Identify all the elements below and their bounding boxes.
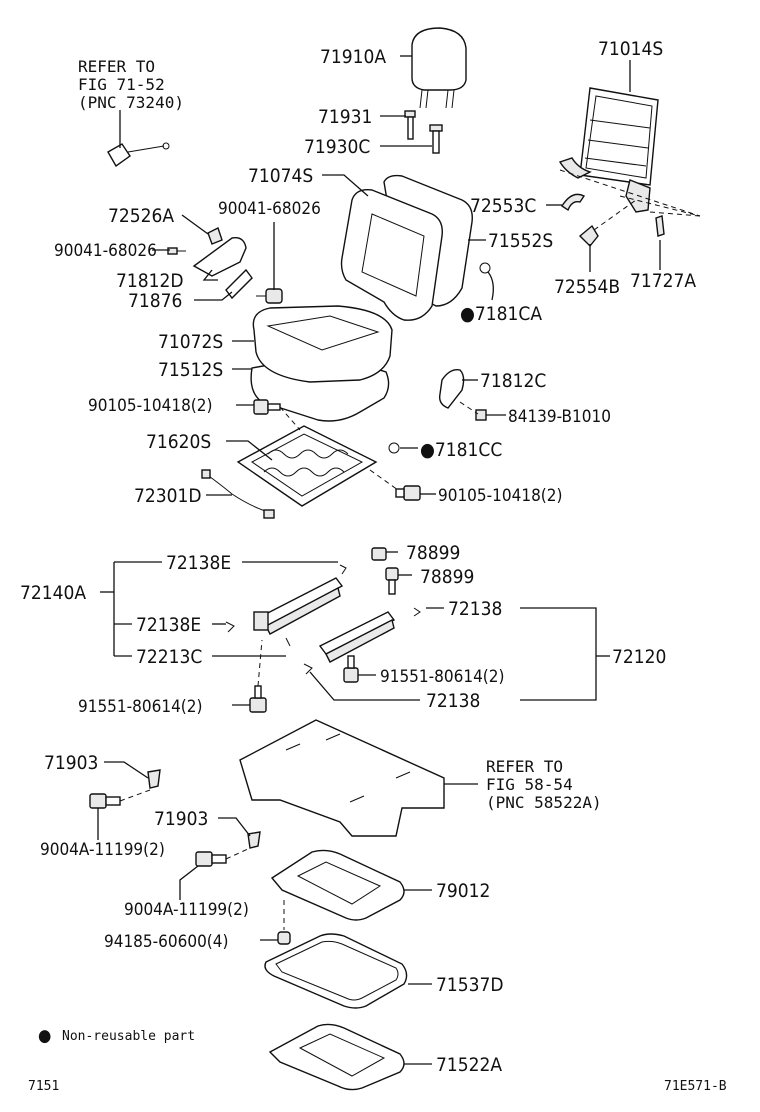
label-7181ca: ●7181CA [460, 303, 542, 325]
ref1-line2: FIG 71-52 [78, 75, 165, 94]
footer-left-code: 7151 [28, 1079, 59, 1094]
label-72301d: 72301D [134, 485, 202, 507]
label-90105-10418-right: 90105-10418(2) [438, 486, 562, 506]
seat-track-drawing-right [318, 611, 396, 663]
nonreusable-mark: ● [420, 439, 435, 461]
bolt-drawing-b [395, 485, 421, 501]
label-71014s: 71014S [598, 38, 663, 60]
label-7181cc: ●7181CC [420, 439, 502, 461]
cover-71522a-drawing [268, 1023, 405, 1091]
label-71727a: 71727A [630, 270, 696, 292]
label-71903-upper: 71903 [44, 752, 98, 774]
label-90041-68026-left: 90041-68026 [54, 241, 157, 261]
label-72526a: 72526A [108, 205, 174, 227]
seatback-cushion-drawing [340, 174, 473, 321]
label-71072s: 71072S [158, 331, 223, 353]
label-71812c: 71812C [480, 370, 546, 392]
ref2-line1: REFER TO [486, 757, 563, 776]
seat-track-drawing-left [253, 577, 344, 635]
label-71522a: 71522A [436, 1054, 502, 1076]
label-72138e-top: 72138E [166, 552, 231, 574]
frame-71537d-drawing [264, 933, 408, 1009]
label-71876: 71876 [128, 290, 182, 312]
brackets-drawing [89, 769, 261, 867]
label-72120: 72120 [612, 646, 666, 668]
headrest-drawing [411, 27, 467, 109]
clip-7181cc-drawing [388, 442, 400, 454]
ref2-line2: FIG 58-54 [486, 775, 573, 794]
label-72138-upper: 72138 [448, 598, 502, 620]
seat-undercover-drawing [239, 719, 445, 837]
label-78899-bottom: 78899 [420, 566, 474, 588]
release-cable-drawing [201, 469, 275, 519]
label-78899-top: 78899 [406, 542, 460, 564]
label-72213c: 72213C [136, 646, 202, 668]
label-71512s: 71512S [158, 359, 223, 381]
label-72554b: 72554B [554, 276, 620, 298]
seat-frame-drawing [236, 425, 378, 507]
seat-cushion-drawing [250, 305, 393, 422]
legend-text: Non-reusable part [62, 1029, 195, 1044]
cover-79012-drawing [270, 849, 405, 921]
label-71930c: 71930C [304, 136, 370, 158]
bolt-drawing-a [253, 399, 281, 415]
leader-lines [97, 55, 701, 1065]
recliner-cover-parts-drawing [167, 227, 283, 304]
label-72138-lower: 72138 [426, 690, 480, 712]
label-90105-10418-left: 90105-10418(2) [88, 396, 212, 416]
label-91551-80614-left: 91551-80614(2) [78, 697, 202, 717]
label-71620s: 71620S [146, 431, 211, 453]
footer-right-code: 71E571-B [664, 1079, 727, 1094]
seatback-clips-drawing [479, 193, 665, 274]
legend-symbol: ● [38, 1026, 51, 1046]
ref1-line1: REFER TO [78, 57, 155, 76]
label-72140a: 72140A [20, 582, 86, 604]
label-9004a-11199-upper: 9004A-11199(2) [40, 840, 165, 860]
label-71074s: 71074S [248, 165, 313, 187]
label-94185-60600: 94185-60600(4) [104, 932, 228, 952]
label-72553c: 72553C [470, 195, 536, 217]
ref1-line3: (PNC 73240) [78, 93, 184, 112]
label-84139-b1010: 84139-B1010 [508, 407, 611, 427]
label-71910a: 71910A [320, 46, 386, 68]
nonreusable-mark: ● [460, 303, 475, 325]
seatback-frame-drawing [558, 87, 659, 213]
label-71537d: 71537D [436, 974, 504, 996]
label-72138e-lower: 72138E [136, 614, 201, 636]
part-labels: 71910A 71931 71930C 71014S 71074S REFER … [20, 38, 696, 1076]
clip-94185-drawing [277, 931, 291, 945]
label-90041-68026-upper: 90041-68026 [218, 199, 321, 219]
label-79012: 79012 [436, 880, 490, 902]
label-71552s: 71552S [488, 230, 553, 252]
label-9004a-11199-lower: 9004A-11199(2) [124, 900, 249, 920]
ref2-line3: (PNC 58522A) [486, 793, 602, 812]
label-71931: 71931 [318, 106, 372, 128]
headrest-support-drawing [404, 110, 443, 154]
legend: ● Non-reusable part [38, 1026, 195, 1046]
label-71812d: 71812D [116, 270, 184, 292]
label-71903-lower: 71903 [154, 808, 208, 830]
harness-reference-drawing [107, 142, 170, 168]
label-91551-80614-right: 91551-80614(2) [380, 667, 504, 687]
